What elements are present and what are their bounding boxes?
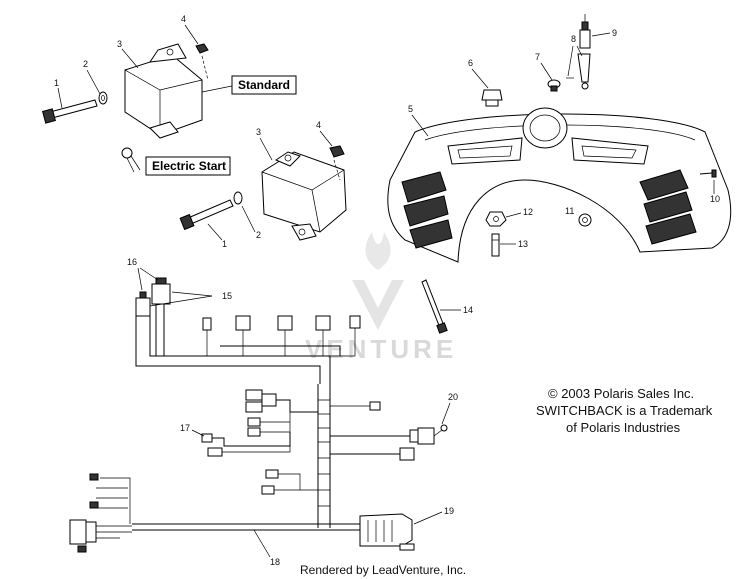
- electric-start-label-box: [145, 156, 231, 176]
- callout-6: 6: [468, 58, 473, 68]
- callout-2b: 2: [256, 230, 261, 240]
- plug: [547, 79, 561, 92]
- bulb-socket: [566, 14, 591, 90]
- electric-start-label: Electric Start: [152, 159, 226, 173]
- copyright-line-3: of Polaris Industries: [566, 420, 681, 435]
- stud: [491, 233, 500, 257]
- copyright-line-1: © 2003 Polaris Sales Inc.: [548, 386, 694, 401]
- callout-8: 8: [571, 34, 576, 44]
- cable-tie: [421, 279, 448, 334]
- callout-1a: 1: [54, 78, 59, 88]
- callout-4a: 4: [181, 14, 186, 24]
- wiring-harness: [69, 277, 448, 553]
- callout-10: 10: [710, 194, 720, 204]
- callout-2a: 2: [83, 59, 88, 69]
- callout-14: 14: [463, 305, 473, 315]
- callout-1b: 1: [222, 239, 227, 249]
- callout-12: 12: [523, 207, 533, 217]
- callout-4b: 4: [316, 120, 321, 130]
- callout-5: 5: [408, 104, 413, 114]
- callout-11: 11: [565, 206, 574, 216]
- callout-13: 13: [518, 239, 528, 249]
- callout-15: 15: [222, 291, 232, 301]
- grommet: [481, 89, 503, 107]
- nut-11: [578, 213, 592, 227]
- watermark-text: VENTURE: [305, 334, 457, 364]
- cdi-box-electric-start: [179, 145, 347, 241]
- callout-7: 7: [535, 52, 540, 62]
- dash-console: [387, 107, 732, 263]
- callout-16: 16: [127, 257, 137, 267]
- rendered-by-credit: Rendered by LeadVenture, Inc.: [300, 563, 466, 577]
- callout-3a: 3: [117, 39, 122, 49]
- nut-12: [485, 211, 507, 227]
- screw: [699, 169, 717, 178]
- callout-9: 9: [612, 28, 617, 38]
- copyright-line-2: SWITCHBACK is a Trademark: [536, 403, 713, 418]
- standard-label: Standard: [238, 78, 290, 92]
- callout-3b: 3: [256, 127, 261, 137]
- callout-17: 17: [180, 423, 190, 433]
- cdi-box-standard: [42, 43, 233, 173]
- callout-18: 18: [270, 557, 280, 567]
- callout-19: 19: [444, 506, 454, 516]
- standard-label-box: [231, 75, 297, 95]
- callout-20: 20: [448, 392, 458, 402]
